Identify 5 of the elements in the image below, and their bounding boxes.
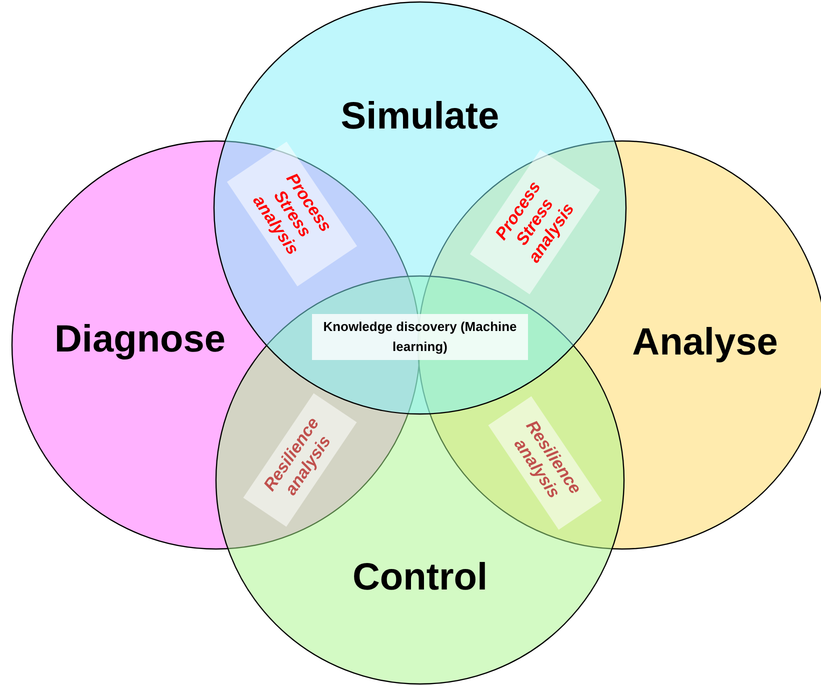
circle-title: Analyse: [632, 322, 778, 364]
center-label: Knowledge discovery (Machine learning): [312, 314, 528, 360]
circle-title: Diagnose: [54, 318, 226, 362]
circle-title: Control: [352, 556, 488, 600]
circle-title: Simulate: [340, 96, 500, 138]
